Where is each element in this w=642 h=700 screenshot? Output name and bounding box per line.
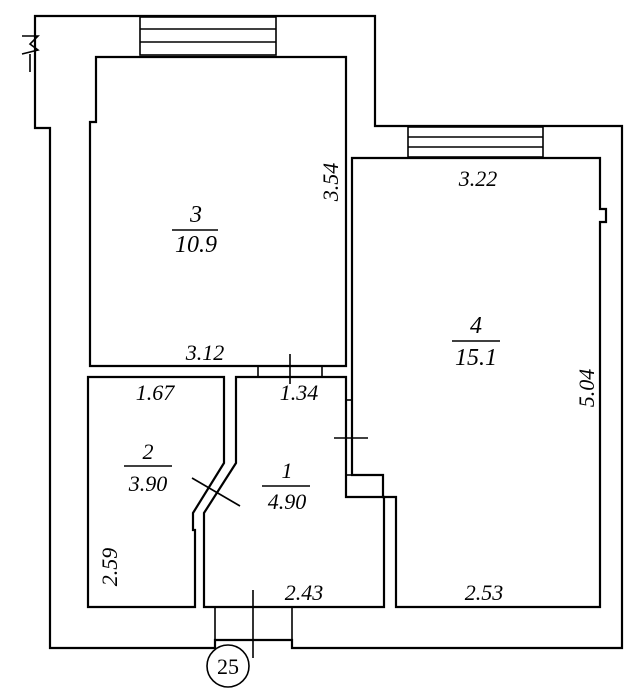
door-room1-room2: [191, 477, 241, 507]
dim-room4-right: 5.04: [574, 369, 599, 408]
room-3-number: 3: [189, 202, 202, 228]
room-1-outline: [202, 375, 386, 609]
room-3-area: 10.9: [175, 232, 217, 258]
room-2-area: 3.90: [128, 471, 168, 496]
room-1-number: 1: [282, 458, 293, 483]
room-4-outline: [350, 156, 608, 609]
room-1-area: 4.90: [268, 489, 307, 514]
dim-room3-bottom: 3.12: [185, 340, 225, 365]
dim-room2-top: 1.67: [136, 380, 176, 405]
outer-wall: [33, 14, 624, 650]
dim-room3-right: 3.54: [318, 163, 343, 203]
room-4-number: 4: [470, 313, 482, 339]
room-2-number: 2: [143, 439, 154, 464]
window-room-4: [407, 126, 544, 158]
door-room1-room4: [334, 399, 368, 476]
apartment-number-marker: 25: [206, 644, 250, 688]
dim-room2-left: 2.59: [97, 548, 122, 587]
entrance-door: [214, 590, 293, 658]
break-symbol: [21, 35, 40, 72]
dim-room4-top: 3.22: [458, 166, 498, 191]
dim-room1-top: 1.34: [280, 380, 319, 405]
dim-room4-bottom: 2.53: [465, 580, 504, 605]
dim-room1-bottom: 2.43: [285, 580, 324, 605]
room-3-outline: [88, 55, 348, 368]
apartment-number: 25: [217, 654, 239, 679]
door-room1-room3: [257, 354, 323, 384]
room-2-outline: [86, 375, 226, 609]
room-4-area: 15.1: [455, 345, 497, 371]
window-room-3: [139, 16, 277, 56]
